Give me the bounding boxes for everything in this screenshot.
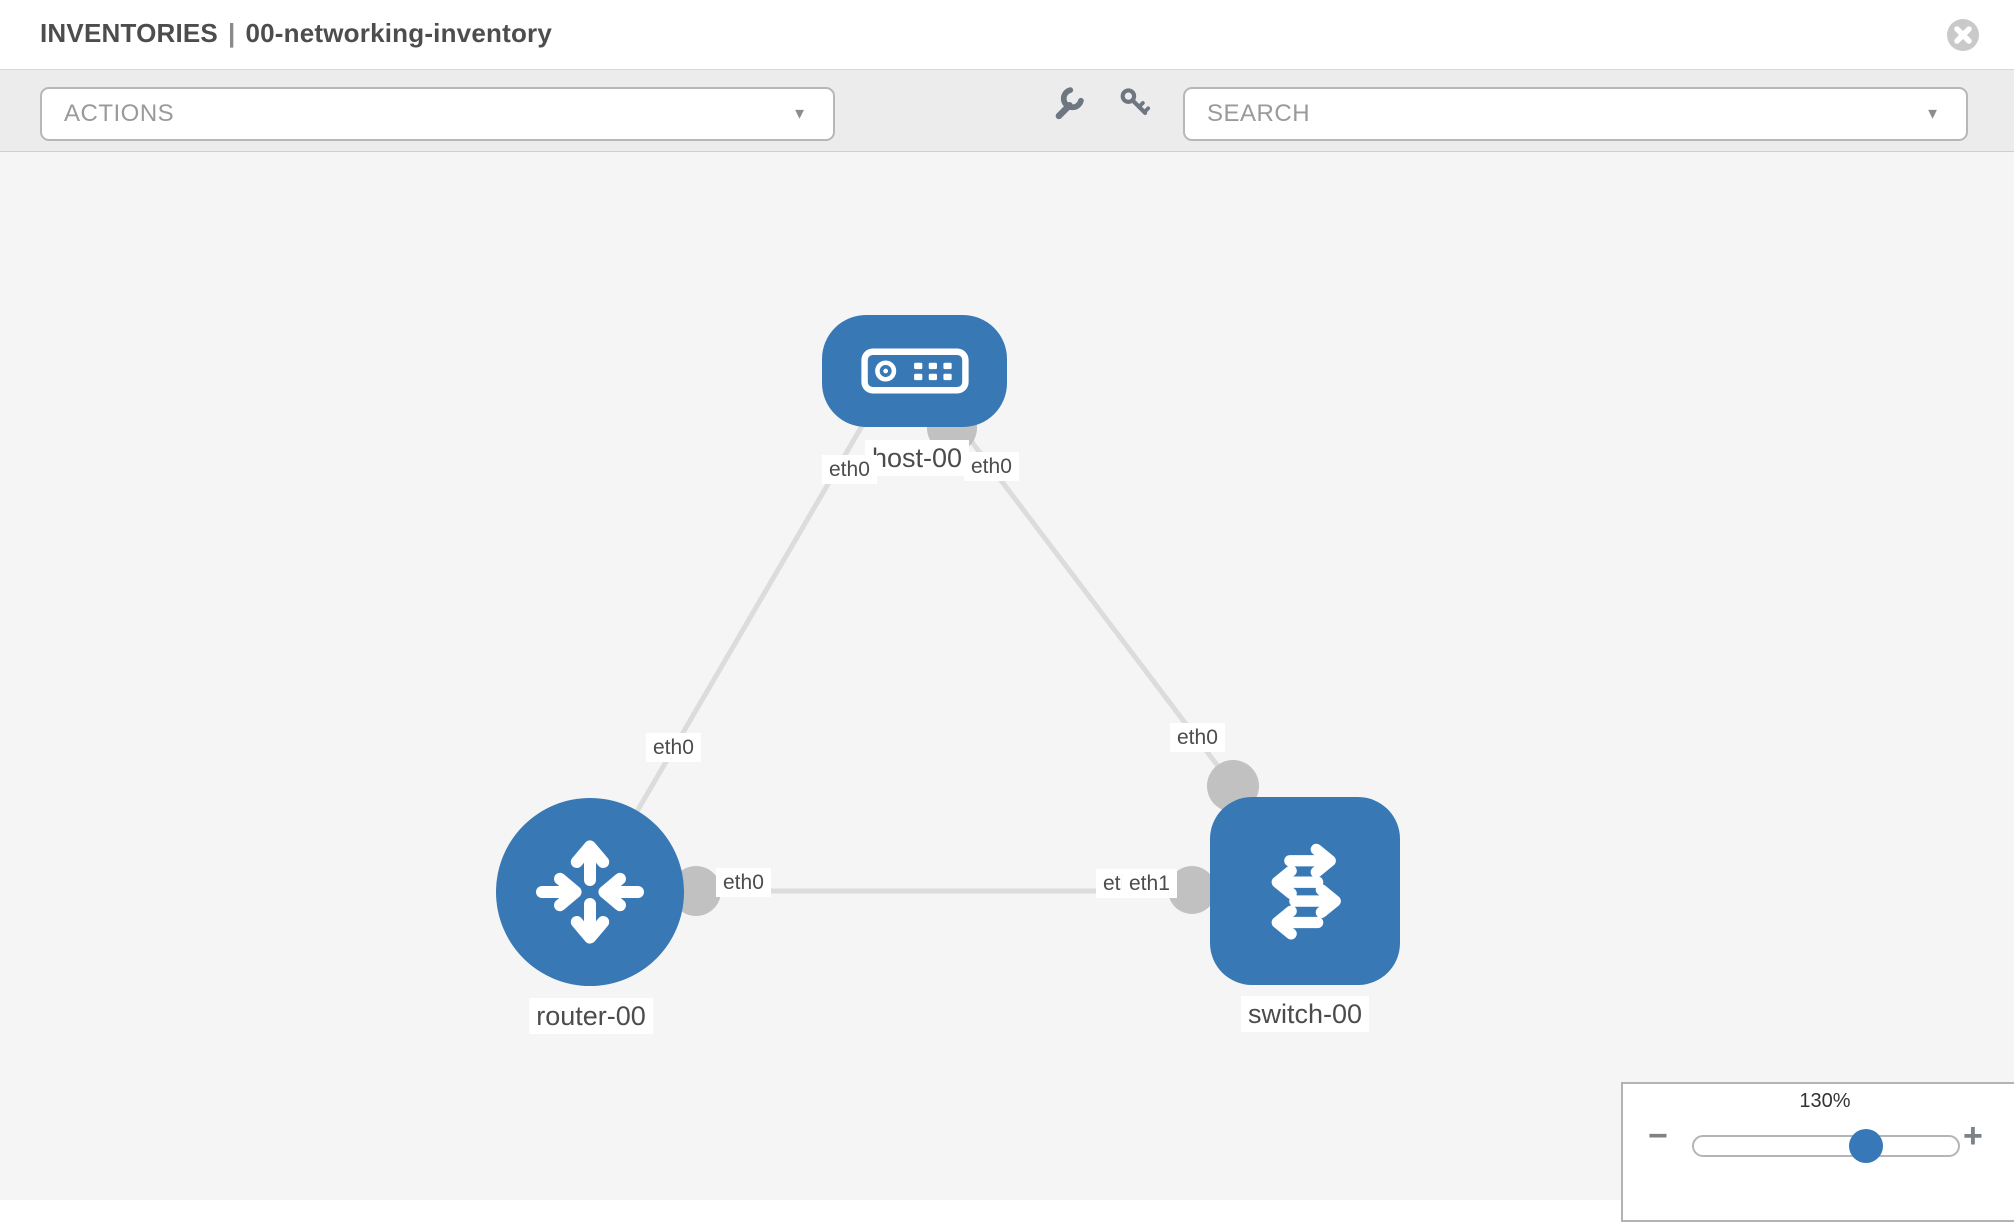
zoom-level-value: 130% <box>1799 1090 1851 1112</box>
iface-label-router-eth0: eth0 <box>716 868 771 898</box>
breadcrumb-section: INVENTORIES <box>40 18 218 48</box>
connector-switch-eth1 <box>1168 866 1216 914</box>
node-label-switch: switch-00 <box>1240 996 1370 1033</box>
node-host-00[interactable] <box>822 315 1007 427</box>
host-icon <box>860 348 969 394</box>
switch-icon <box>1271 843 1341 940</box>
node-router-00[interactable] <box>496 798 684 986</box>
search-dropdown[interactable]: SEARCH ▼ <box>1183 87 1968 141</box>
wrench-icon <box>1055 87 1084 120</box>
close-button[interactable] <box>1946 18 1980 52</box>
configure-button[interactable] <box>1049 84 1087 122</box>
topology-links-layer <box>587 393 1305 916</box>
chevron-down-icon: ▼ <box>792 105 807 123</box>
iface-label-router-uplink: eth0 <box>646 733 701 763</box>
breadcrumb-inventory-name: 00-networking-inventory <box>245 18 553 48</box>
node-label-host: host-00 <box>864 440 970 477</box>
topology-canvas[interactable]: host-00 router-00 switch-00 eth0 eth0 et… <box>0 152 2014 1200</box>
iface-label-switch-eth1: eth1 <box>1122 869 1177 899</box>
zoom-out-button[interactable]: − <box>1648 1117 1668 1155</box>
iface-label-host-left: eth0 <box>822 455 877 485</box>
iface-label-host-right: eth0 <box>964 452 1019 482</box>
circle-x-icon <box>1947 19 1979 51</box>
toolbar: ACTIONS ▼ SEARCH ▼ <box>0 70 2014 152</box>
page-title: INVENTORIES | 00-networking-inventory <box>40 18 552 49</box>
header: INVENTORIES | 00-networking-inventory <box>0 0 2014 70</box>
zoom-slider-thumb[interactable] <box>1849 1129 1883 1163</box>
zoom-slider-track[interactable] <box>1692 1135 1960 1157</box>
breadcrumb-separator: | <box>227 18 236 48</box>
connector-router-eth0 <box>671 866 721 916</box>
actions-dropdown[interactable]: ACTIONS ▼ <box>40 87 835 141</box>
credentials-button[interactable] <box>1117 84 1155 122</box>
router-icon <box>536 840 644 944</box>
node-label-router: router-00 <box>529 998 653 1035</box>
zoom-in-button[interactable]: + <box>1963 1117 1983 1155</box>
chevron-down-icon: ▼ <box>1925 105 1940 123</box>
search-dropdown-label: SEARCH <box>1207 100 1311 127</box>
iface-label-switch-uplink: eth0 <box>1170 723 1225 753</box>
zoom-panel: 130% − + <box>1621 1082 2014 1222</box>
actions-dropdown-label: ACTIONS <box>64 100 175 127</box>
node-switch-00[interactable] <box>1210 797 1400 985</box>
key-icon <box>1120 88 1151 115</box>
